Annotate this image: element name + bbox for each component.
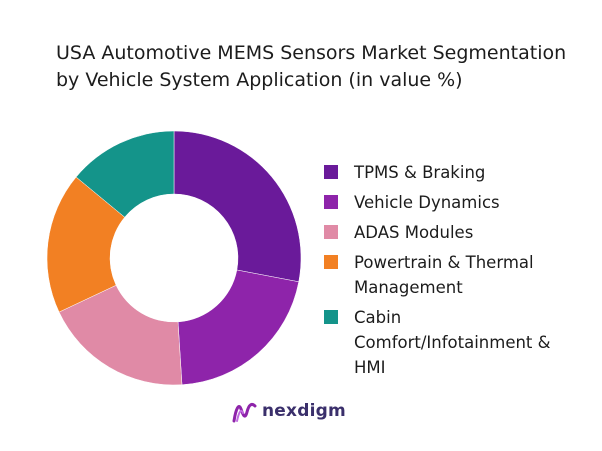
legend-label: Management: [354, 278, 463, 297]
brand-name: nexdigm: [262, 401, 346, 421]
legend-item: ADAS Modules: [324, 220, 594, 245]
legend-swatch: [324, 165, 338, 179]
legend-label: Vehicle Dynamics: [354, 193, 500, 212]
legend-swatch: [324, 255, 338, 269]
donut-slice-4: [46, 176, 126, 313]
legend-label: HMI: [354, 358, 386, 377]
chart-title: USA Automotive MEMS Sensors Market Segme…: [56, 42, 567, 91]
donut-slice-1: [173, 130, 302, 283]
legend-swatch: [324, 195, 338, 209]
legend-label: Powertrain & Thermal: [354, 253, 534, 272]
donut-slice-5: [75, 130, 175, 218]
legend-label: Comfort/Infotainment &: [354, 333, 551, 352]
legend-label: TPMS & Braking: [354, 163, 486, 182]
legend-label: ADAS Modules: [354, 223, 474, 242]
legend-item: Vehicle Dynamics: [324, 190, 594, 215]
legend-label: Cabin: [354, 308, 402, 327]
nexdigm-logo-icon: [232, 402, 257, 423]
legend-swatch: [324, 225, 338, 239]
donut-slice-2: [177, 269, 300, 386]
legend-swatch: [324, 310, 338, 324]
legend-item: TPMS & Braking: [324, 160, 594, 185]
donut-slice-3: [58, 284, 183, 386]
